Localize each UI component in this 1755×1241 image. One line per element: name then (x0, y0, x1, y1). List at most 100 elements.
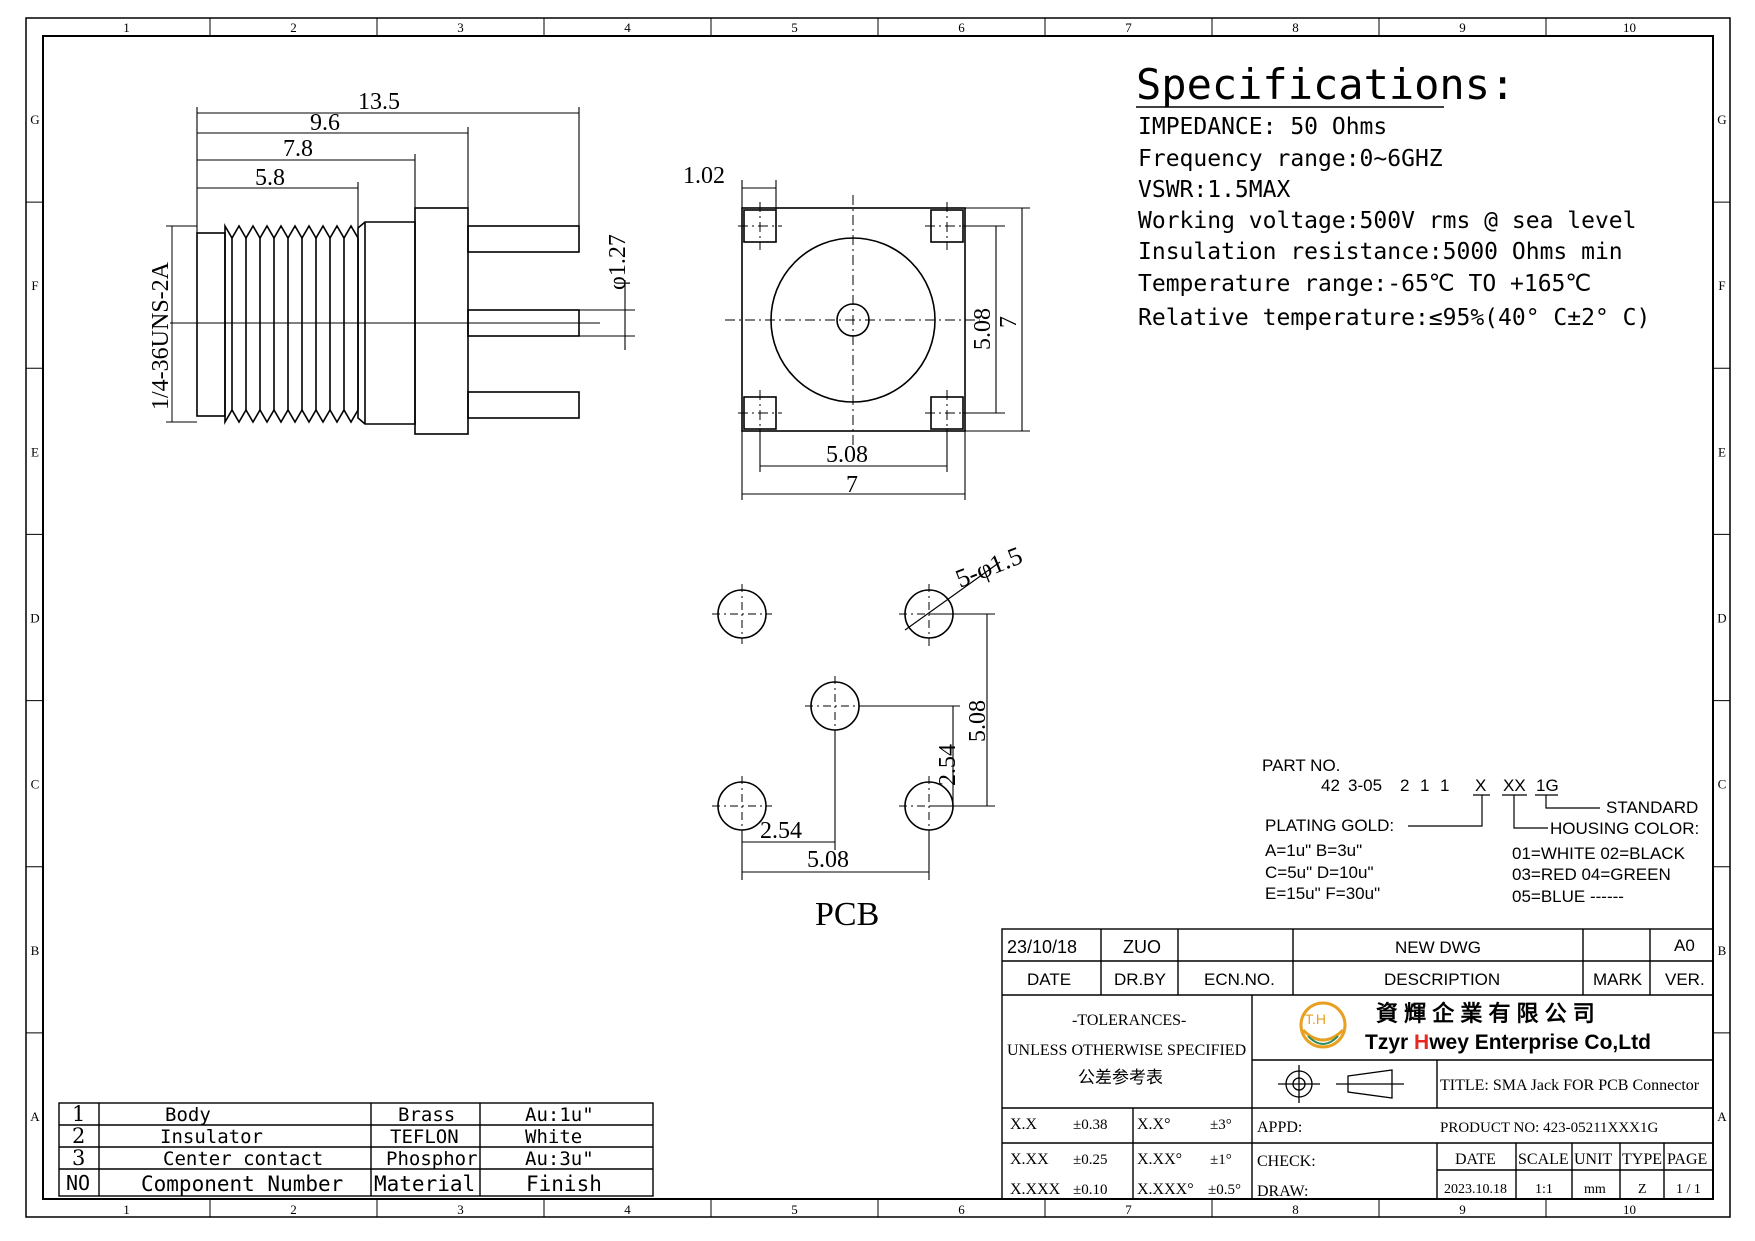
housing-option: 01=WHITE 02=BLACK (1512, 844, 1686, 863)
spec-line: Frequency range:0~6GHZ (1138, 146, 1443, 172)
bom-material: TEFLON (390, 1126, 459, 1148)
tol-cell: X.X (1010, 1116, 1038, 1133)
pcb-dim-2-54-vertical: 2.54 (935, 744, 961, 786)
part-code-segment: 42 (1321, 776, 1340, 795)
zone-label: 10 (1623, 20, 1636, 35)
dim-5-8: 5.8 (255, 165, 285, 191)
thread-spec: 1/4-36UNS-2A (148, 261, 174, 410)
header-drawn-by: DR.BY (1114, 970, 1166, 989)
company-name-red-letter: H (1414, 1031, 1429, 1054)
bom-material: Phosphor (386, 1148, 478, 1170)
zone-label: 10 (1623, 1202, 1636, 1217)
header-mark: MARK (1593, 970, 1643, 989)
header-type: TYPE (1622, 1151, 1662, 1168)
dim-1-02: 1.02 (683, 163, 725, 189)
company-logo: T.H (1299, 1001, 1347, 1049)
part-code-segment: X (1475, 776, 1486, 795)
header-date: DATE (1027, 970, 1071, 989)
appd-label: APPD: (1257, 1119, 1302, 1136)
zone-label: 7 (1125, 1202, 1132, 1217)
zone-label: 1 (123, 20, 130, 35)
zone-label: 9 (1459, 1202, 1466, 1217)
tol-cell: ±3° (1210, 1117, 1232, 1133)
part-no-label: PART NO. (1262, 756, 1340, 775)
bom-header-no: NO (66, 1171, 90, 1195)
zone-label: D (1717, 611, 1726, 626)
rev-by: ZUO (1123, 937, 1161, 957)
spec-line: IMPEDANCE: 50 Ohms (1138, 114, 1387, 140)
zone-label: C (1718, 777, 1727, 792)
part-code-segment: 3-05 (1348, 776, 1382, 795)
bom-component: Insulator (160, 1126, 263, 1148)
zone-label: G (1717, 112, 1726, 127)
part-number-block: PART NO. 42 3-05 2 1 1 X XX 1G STANDARD … (1262, 756, 1699, 906)
dim-7-8: 7.8 (283, 136, 313, 162)
zone-label: 2 (290, 20, 297, 35)
tol-cell: ±1° (1210, 1152, 1232, 1168)
rev-version: A0 (1674, 936, 1695, 955)
bom-rows: 1 Body Brass Au:1u" 2 Insulator TEFLON W… (66, 1102, 602, 1196)
zone-label: 4 (624, 20, 631, 35)
zone-label: 5 (791, 1202, 798, 1217)
header-unit: UNIT (1574, 1151, 1612, 1168)
drawing-title: TITLE: SMA Jack FOR PCB Connector (1440, 1077, 1700, 1094)
zone-label: E (31, 444, 39, 459)
pcb-dim-2-54-horizontal: 2.54 (760, 818, 802, 844)
zone-label: 5 (791, 20, 798, 35)
header-scale: SCALE (1518, 1151, 1569, 1168)
spec-line: Temperature range:-65℃ TO +165℃ (1138, 271, 1591, 297)
dim-9-6: 9.6 (310, 110, 340, 136)
bom-no: 1 (72, 1102, 85, 1126)
dim-7-horizontal: 7 (846, 472, 858, 498)
header-version: VER. (1665, 970, 1705, 989)
tol-cell: X.XXX° (1137, 1181, 1194, 1198)
housing-option: 05=BLUE ------ (1512, 887, 1624, 906)
company-name-part: wey Enterprise Co,Ltd (1428, 1031, 1651, 1054)
tol-cell: ±0.38 (1073, 1117, 1107, 1133)
draw-label: DRAW: (1257, 1183, 1308, 1200)
zone-label: 1 (123, 1202, 130, 1217)
plating-option: C=5u" D=10u" (1265, 863, 1373, 882)
bom-no: 2 (72, 1124, 85, 1148)
tol-cell: ±0.10 (1073, 1182, 1107, 1198)
title-block-text: 23/10/18 ZUO NEW DWG A0 DATE DR.BY ECN.N… (1007, 936, 1707, 1200)
housing-option: 03=RED 04=GREEN (1512, 865, 1671, 884)
header-ecn-no: ECN.NO. (1204, 970, 1275, 989)
tol-cell: ±0.5° (1208, 1182, 1241, 1198)
value-page: 1 / 1 (1676, 1182, 1701, 1197)
bom-component: Center contact (163, 1148, 323, 1170)
front-view (725, 180, 1030, 500)
dim-5-08-horizontal: 5.08 (826, 442, 868, 468)
spec-line: Insulation resistance:5000 Ohms min (1138, 239, 1623, 265)
pcb-hole-spec: 5-φ1.5 (951, 541, 1026, 594)
dim-13-5: 13.5 (358, 89, 400, 115)
zone-label: A (1717, 1109, 1727, 1124)
company-name-en: Tzyr Hwey Enterprise Co,Ltd (1365, 1031, 1651, 1054)
zone-label: E (1718, 444, 1726, 459)
title-block-grid (1001, 928, 1714, 1200)
bom-component: Body (165, 1104, 211, 1126)
plating-option: E=15u" F=30u" (1265, 884, 1380, 903)
plating-gold-label: PLATING GOLD: (1265, 816, 1394, 835)
pin-diameter: φ1.27 (605, 234, 631, 290)
zone-label: B (31, 943, 40, 958)
pcb-dim-5-08-horizontal: 5.08 (807, 847, 849, 873)
zone-label: 7 (1125, 20, 1132, 35)
zone-label: 4 (624, 1202, 631, 1217)
tolerances-title: -TOLERANCES- (1072, 1012, 1186, 1029)
header-page: PAGE (1667, 1151, 1707, 1168)
zone-label: 3 (457, 20, 464, 35)
zone-label: C (31, 777, 40, 792)
dim-5-08-vertical: 5.08 (970, 308, 996, 350)
company-name-part: Tzyr (1365, 1031, 1414, 1054)
tol-cell: X.XX° (1137, 1151, 1182, 1168)
value-date: 2023.10.18 (1444, 1182, 1507, 1197)
tolerances-cn: 公差参考表 (1078, 1068, 1163, 1087)
header-date2: DATE (1455, 1151, 1496, 1168)
zone-label: D (30, 611, 39, 626)
logo-text: T.H (1305, 1011, 1326, 1027)
tolerances-subtitle: UNLESS OTHERWISE SPECIFIED (1007, 1042, 1246, 1059)
pcb-dim-5-08-vertical: 5.08 (965, 700, 991, 742)
